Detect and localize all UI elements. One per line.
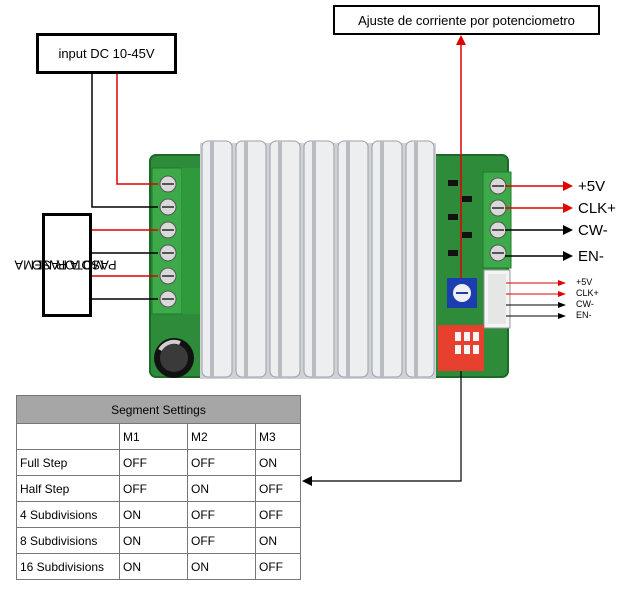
signal-label-cw: CW- — [578, 222, 608, 239]
right-terminal-block — [482, 171, 512, 269]
signal-label-en: EN- — [578, 248, 604, 265]
row-label: Full Step — [16, 449, 120, 476]
small-signal-label-clk: CLK+ — [576, 288, 599, 298]
current-adjust-callout: Ajuste de corriente por potenciometro — [333, 5, 600, 35]
table-header-row: M1 M2 M3 — [16, 423, 301, 450]
row-label: 16 Subdivisions — [16, 553, 120, 580]
cell-m1: OFF — [119, 475, 188, 502]
heatsink — [200, 140, 436, 379]
small-signal-label-5v: +5V — [576, 277, 593, 287]
white-connector — [483, 269, 511, 329]
cell-m2: OFF — [187, 449, 256, 476]
cell-m2: OFF — [187, 527, 256, 554]
input-callout: input DC 10-45V — [36, 33, 177, 74]
signal-label-5v: +5V — [578, 178, 606, 195]
signal-label-clk: CLK+ — [578, 200, 616, 217]
table-row: 4 Subdivisions ON OFF OFF — [16, 501, 301, 528]
cell-m3: OFF — [255, 501, 301, 528]
table-row: Full Step OFF OFF ON — [16, 449, 301, 476]
cell-m3: ON — [255, 527, 301, 554]
dip-switch — [438, 325, 484, 371]
cell-m3: ON — [255, 449, 301, 476]
left-terminal-block — [151, 167, 200, 315]
cell-m1: OFF — [119, 449, 188, 476]
column-header-m2: M2 — [187, 423, 256, 450]
capacitor — [154, 338, 194, 378]
column-header — [16, 423, 120, 450]
column-header-m1: M1 — [119, 423, 188, 450]
cell-m3: OFF — [255, 553, 301, 580]
cell-m2: OFF — [187, 501, 256, 528]
cell-m1: ON — [119, 527, 188, 554]
row-label: 8 Subdivisions — [16, 527, 120, 554]
cell-m1: ON — [119, 501, 188, 528]
motor-callout: MOTOR NEMA PASO A PASO — [15, 213, 117, 317]
input-label: input DC 10-45V — [58, 46, 155, 61]
potentiometer — [447, 278, 477, 308]
motor-label: MOTOR NEMA PASO A PASO — [15, 220, 117, 309]
cell-m3: OFF — [255, 475, 301, 502]
row-label: Half Step — [16, 475, 120, 502]
motor-label-line2: PASO A PASO — [32, 257, 117, 273]
table-row: 16 Subdivisions ON ON OFF — [16, 553, 301, 580]
table-row: 8 Subdivisions ON OFF ON — [16, 527, 301, 554]
cell-m1: ON — [119, 553, 188, 580]
cell-m2: ON — [187, 475, 256, 502]
small-signal-label-cw: CW- — [576, 299, 594, 309]
table-title: Segment Settings — [16, 395, 301, 424]
segment-settings-table: Segment Settings M1 M2 M3 Full Step OFF … — [16, 395, 301, 580]
current-adjust-label: Ajuste de corriente por potenciometro — [358, 12, 575, 28]
column-header-m3: M3 — [255, 423, 301, 450]
row-label: 4 Subdivisions — [16, 501, 120, 528]
small-signal-label-en: EN- — [576, 310, 592, 320]
table-row: Half Step OFF ON OFF — [16, 475, 301, 502]
cell-m2: ON — [187, 553, 256, 580]
